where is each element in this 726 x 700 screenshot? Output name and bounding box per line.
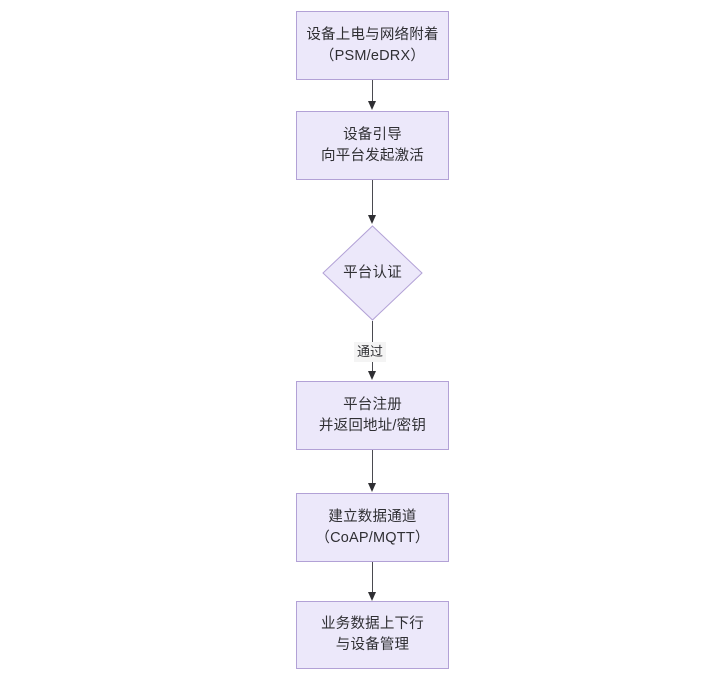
diamond-shape-icon bbox=[322, 225, 423, 321]
flow-node-device-bootstrap-activation[interactable]: 设备引导 向平台发起激活 bbox=[296, 111, 449, 180]
connector-arrowhead-n2-n3 bbox=[368, 215, 376, 224]
connector-line-n4-n5 bbox=[372, 450, 373, 484]
connector-arrowhead-n5-n6 bbox=[368, 592, 376, 601]
connector-line-n1-n2 bbox=[372, 80, 373, 102]
flow-node-label-line2: 并返回地址/密钥 bbox=[318, 417, 427, 434]
flow-node-platform-registration-return-address-key[interactable]: 平台注册 并返回地址/密钥 bbox=[296, 381, 449, 450]
flow-node-label-line1: 平台认证 bbox=[343, 264, 402, 281]
connector-arrowhead-n3-n4 bbox=[368, 371, 376, 380]
flow-node-label-line2: 向平台发起激活 bbox=[321, 147, 424, 164]
flow-node-label-line1: 业务数据上下行 bbox=[321, 616, 424, 632]
flow-node-power-on-network-attach[interactable]: 设备上电与网络附着 （PSM/eDRX） bbox=[296, 11, 449, 80]
flow-node-platform-authentication-decision[interactable]: 平台认证 bbox=[322, 225, 423, 321]
connector-line-n2-n3 bbox=[372, 180, 373, 216]
flow-node-label-line1: 建立数据通道 bbox=[328, 508, 417, 525]
connector-arrowhead-n4-n5 bbox=[368, 483, 376, 492]
flow-node-label-line2: 与设备管理 bbox=[335, 637, 410, 653]
flow-node-label-line1: 设备上电与网络附着 bbox=[306, 26, 439, 43]
connector-arrowhead-n1-n2 bbox=[368, 101, 376, 110]
connector-label-pass: 通过 bbox=[354, 342, 387, 362]
flow-node-service-data-uplink-downlink-device-management[interactable]: 业务数据上下行 与设备管理 bbox=[296, 601, 449, 669]
connector-line-n5-n6 bbox=[372, 562, 373, 594]
flow-node-label-line1: 平台注册 bbox=[343, 396, 402, 413]
flow-node-establish-data-channel[interactable]: 建立数据通道 （CoAP/MQTT） bbox=[296, 493, 449, 562]
flow-node-label-line2: （CoAP/MQTT） bbox=[315, 529, 430, 546]
flow-node-label-line2: （PSM/eDRX） bbox=[319, 47, 426, 64]
flow-node-label-line1: 设备引导 bbox=[343, 126, 402, 143]
